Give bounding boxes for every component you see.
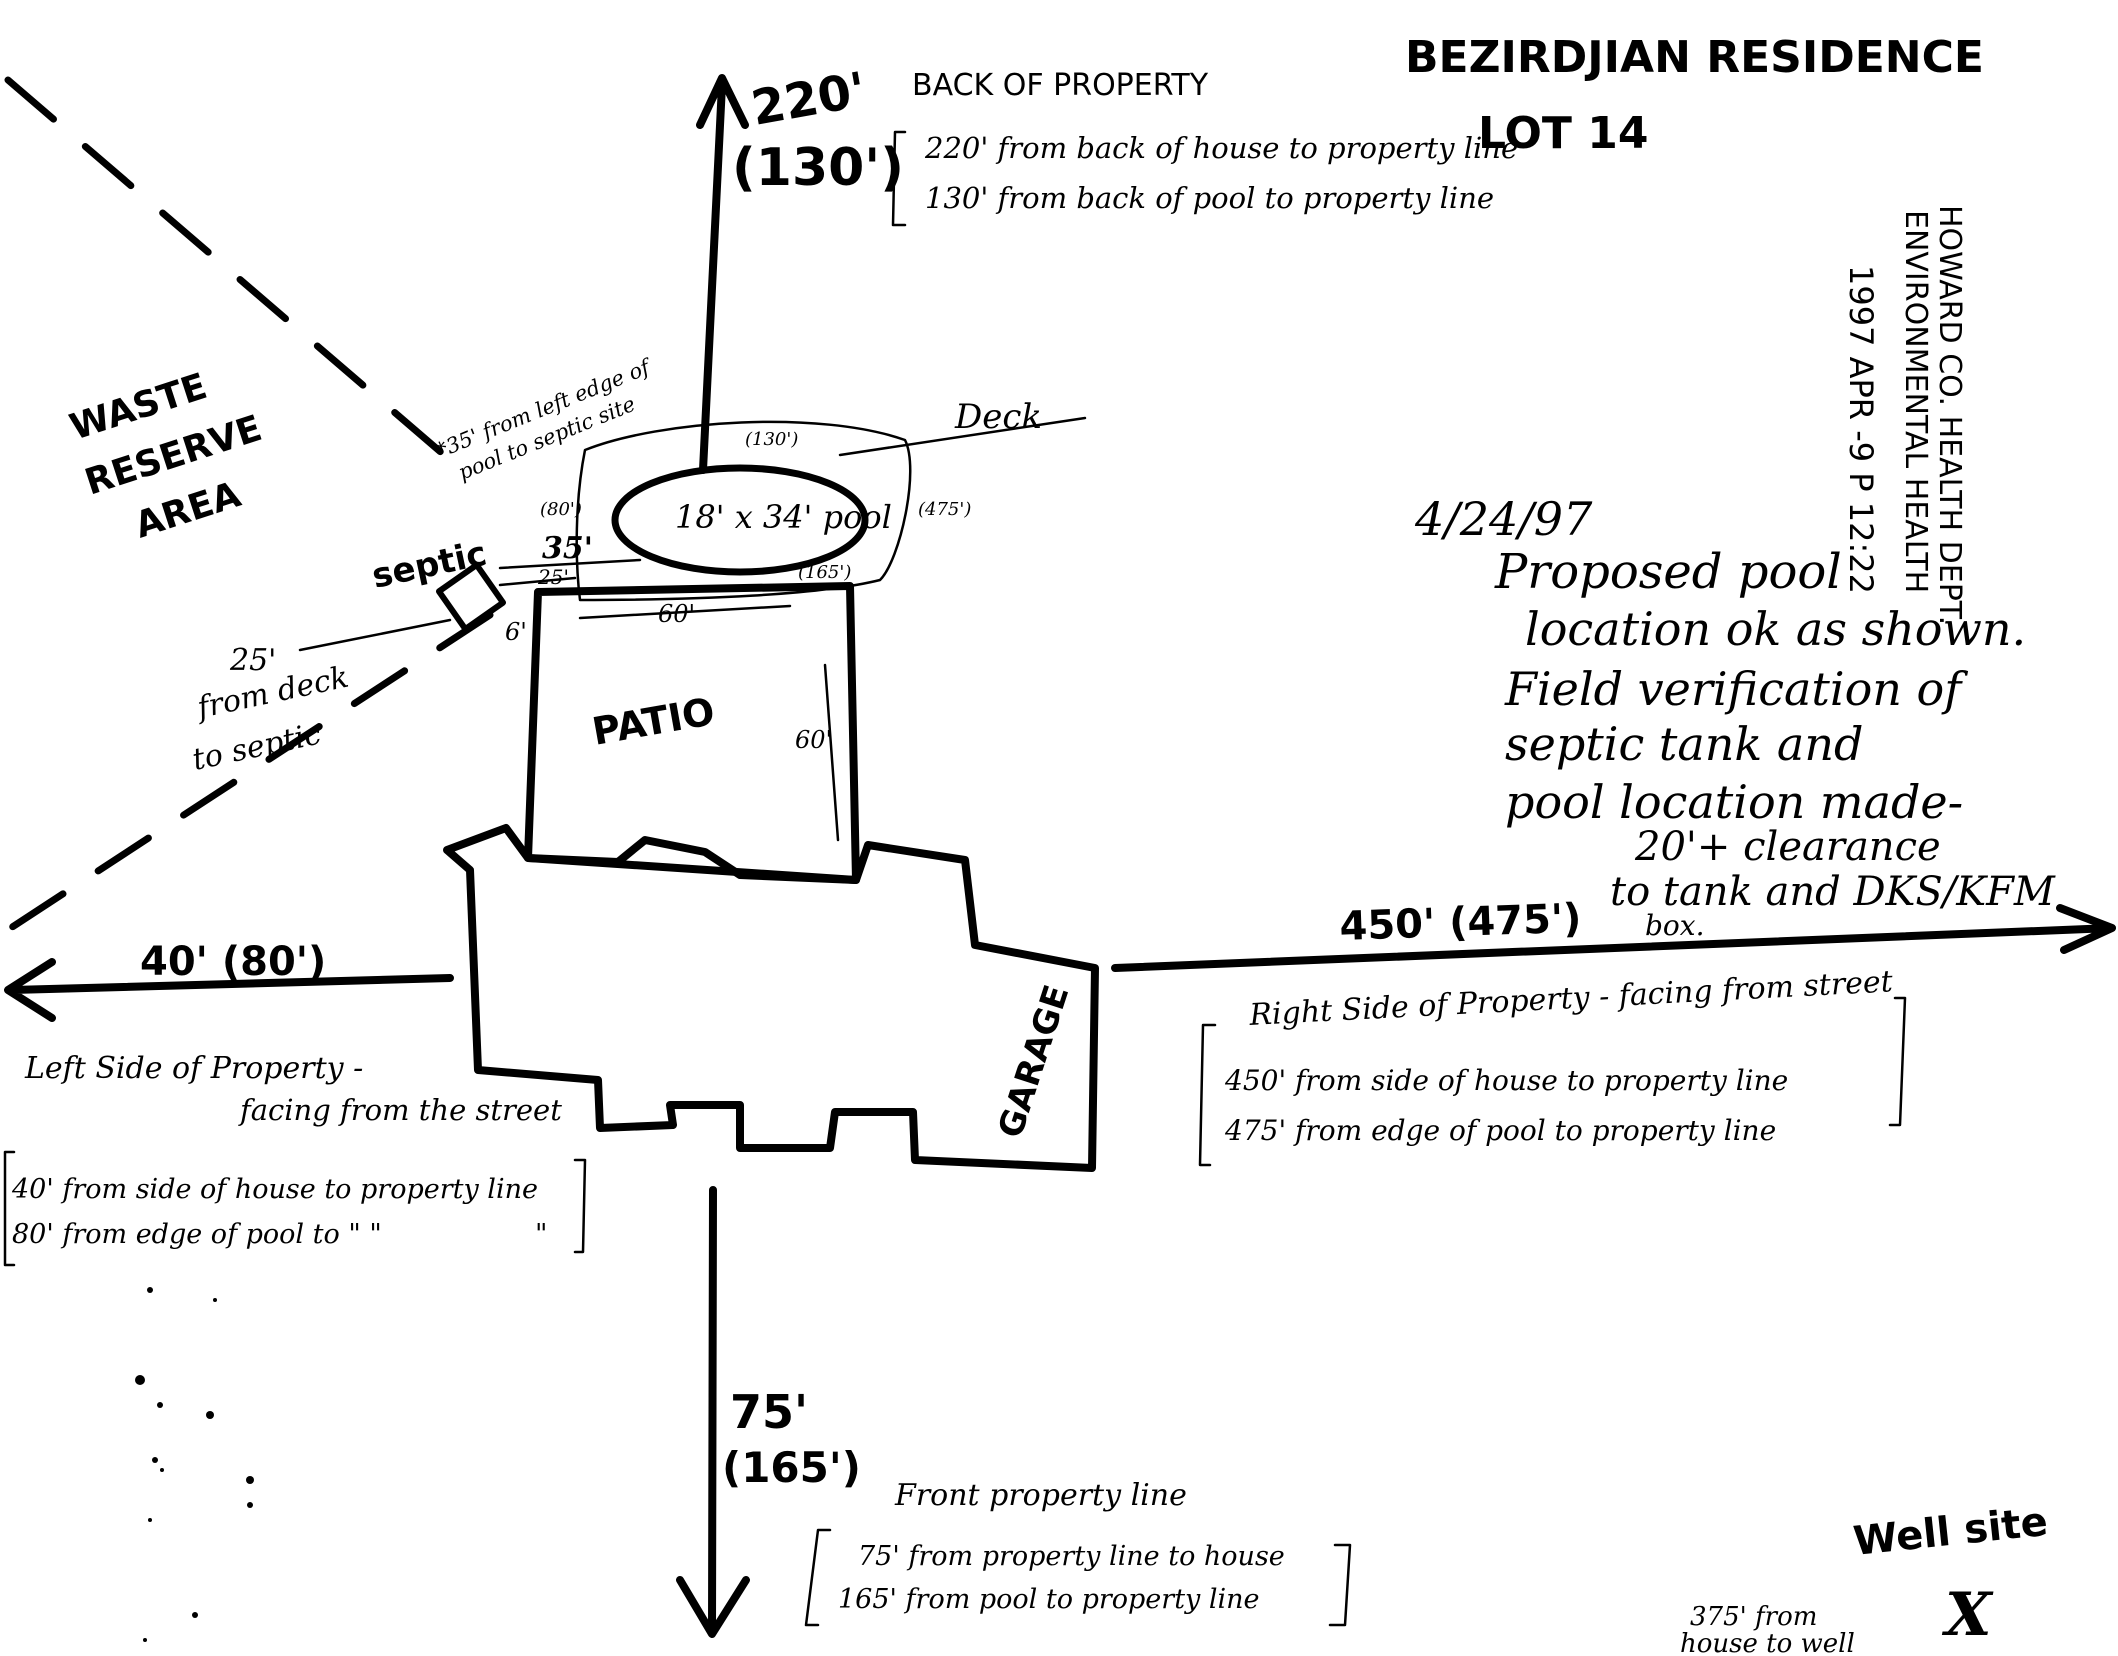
- approval-note-line-4: septic tank and: [1505, 717, 1863, 771]
- left-note-line-2: 80' from edge of pool to " ": [12, 1219, 382, 1250]
- title-residence: BEZIRDJIAN RESIDENCE: [1405, 32, 1984, 83]
- pool-label: 18' x 34' pool: [675, 498, 892, 536]
- front-arrow: [676, 1186, 750, 1638]
- septic-dim-6: 6': [505, 618, 527, 646]
- approval-note-line-5: pool location made-: [1505, 775, 1963, 829]
- septic-dim-25: 25': [537, 565, 569, 589]
- title-lot: LOT 14: [1478, 108, 1648, 159]
- scan-speckles: [135, 1287, 254, 1642]
- well-note-line-2: house to well: [1680, 1629, 1855, 1656]
- patio-depth-label: 60': [795, 726, 832, 754]
- septic-tank: [435, 561, 507, 633]
- patio-width-label: 60': [658, 600, 695, 628]
- pool-shape: [611, 464, 869, 576]
- approval-note-line-3: Field verification of: [1504, 662, 1968, 716]
- deck-to-septic-leader: [298, 618, 452, 652]
- septic-note-25-line-1: 25': [229, 643, 276, 678]
- back-arrow-label-paren: (130'): [732, 138, 904, 198]
- back-arrow-label: 220': [747, 62, 870, 137]
- approval-note-line-7: to tank and DKS/KFM: [1610, 869, 2056, 915]
- right-note-line-2: 475' from edge of pool to property line: [1224, 1114, 1776, 1147]
- right-note-bracket-right: [1888, 996, 1907, 1127]
- left-heading-line-1: Left Side of Property -: [24, 1051, 363, 1086]
- deck-label: Deck: [954, 397, 1042, 437]
- septic-dim-35: 35': [542, 531, 593, 566]
- waste-reserve-boundary-upper: [4, 76, 454, 464]
- pool-right-clearance: (475'): [918, 499, 971, 520]
- patio-depth-dimension: [823, 663, 840, 842]
- septic-to-deck-dimension: [498, 576, 577, 587]
- back-note-line-1: 220' from back of house to property line: [924, 131, 1518, 165]
- approval-note-line-6: 20'+ clearance: [1634, 824, 1941, 870]
- left-arrow: [4, 958, 454, 1022]
- back-heading: BACK OF PROPERTY: [912, 68, 1209, 103]
- front-arrow-label-paren: (165'): [722, 1443, 861, 1492]
- patio-label: PATIO: [589, 689, 718, 754]
- pool-front-clearance: (165'): [798, 562, 851, 583]
- left-note-line-1: 40' from side of house to property line: [11, 1174, 538, 1205]
- front-note-line-1: 75' from property line to house: [858, 1541, 1285, 1572]
- well-site-mark: X: [1941, 1580, 1994, 1650]
- deck-outline: [575, 420, 912, 602]
- left-arrow-label: 40' (80'): [140, 939, 326, 985]
- front-arrow-label: 75': [730, 1385, 808, 1439]
- left-heading-line-2: facing from the street: [238, 1093, 562, 1127]
- right-arrow-label: 450' (475'): [1339, 896, 1582, 950]
- left-note-bracket-left: [3, 1150, 16, 1267]
- approval-date: 4/24/97: [1414, 492, 1593, 546]
- right-arrow: [1111, 904, 2116, 972]
- back-note-bracket-left: [891, 130, 907, 227]
- garage-label: GARAGE: [991, 980, 1078, 1142]
- front-heading: Front property line: [894, 1478, 1187, 1513]
- pool-back-clearance: (130'): [745, 429, 798, 450]
- stamp-line-3: 1997 APR -9 P 12:22: [1842, 265, 1880, 594]
- back-arrow: [696, 74, 749, 474]
- left-note-line-2-ditto: ": [535, 1219, 547, 1250]
- front-note-line-2: 165' from pool to property line: [838, 1584, 1260, 1615]
- stamp-line-2: ENVIRONMENTAL HEALTH: [1898, 210, 1933, 593]
- left-note-bracket-right: [573, 1158, 587, 1254]
- deck-leader: [838, 416, 1087, 457]
- received-stamp: HOWARD CO. HEALTH DEPT. ENVIRONMENTAL HE…: [1842, 205, 1967, 625]
- house-outline: [443, 824, 1099, 1172]
- approval-note-line-2: location ok as shown.: [1525, 602, 2026, 656]
- back-note-line-2: 130' from back of pool to property line: [925, 181, 1494, 215]
- approval-note-line-8: box.: [1645, 909, 1704, 942]
- right-note-bracket-left: [1198, 1023, 1217, 1167]
- right-heading: Right Side of Property - facing from str…: [1248, 964, 1895, 1033]
- front-note-bracket-right: [1328, 1543, 1352, 1627]
- septic-note-25-line-3: to septic: [189, 716, 324, 777]
- front-note-bracket-left: [804, 1528, 832, 1627]
- well-note-line-1: 375' from: [1690, 1602, 1817, 1632]
- stamp-line-1: HOWARD CO. HEALTH DEPT.: [1932, 205, 1967, 625]
- pool-left-clearance: (80'): [540, 499, 582, 520]
- patio-width-dimension: [578, 604, 792, 620]
- septic-label: septic: [369, 534, 490, 597]
- well-site-label: Well site: [1851, 1499, 2050, 1565]
- right-note-line-1: 450' from side of house to property line: [1224, 1064, 1788, 1097]
- approval-note-line-1: Proposed pool: [1494, 544, 1842, 600]
- septic-to-pool-dimension: [498, 558, 642, 570]
